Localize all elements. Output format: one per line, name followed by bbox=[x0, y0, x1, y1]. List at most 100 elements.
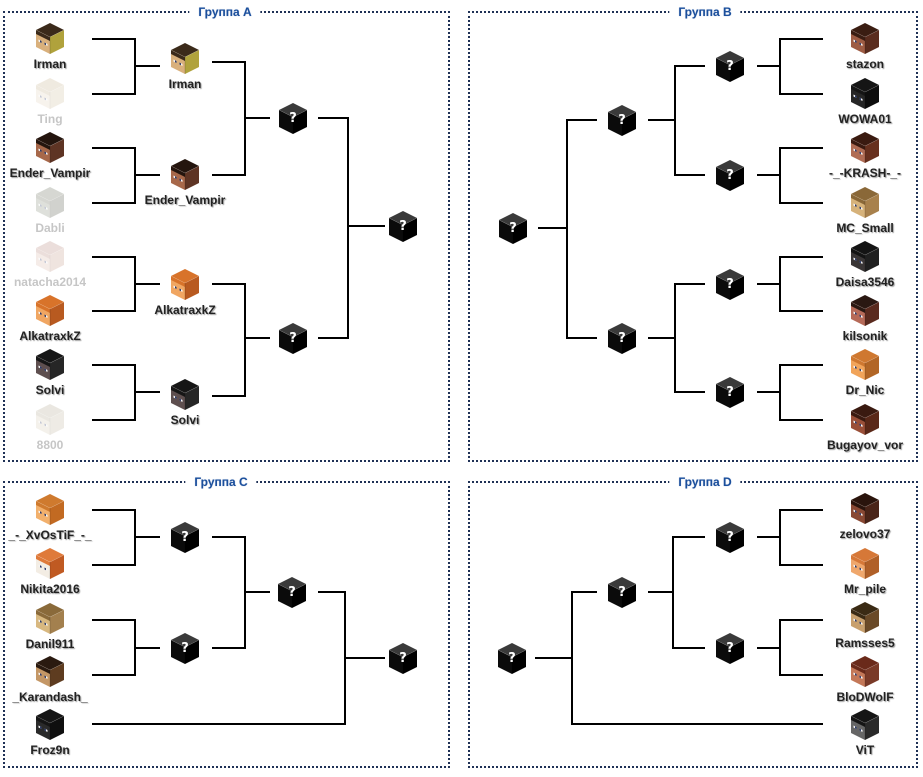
unknown-player-icon: ? bbox=[715, 521, 745, 554]
player-name: Dabli bbox=[35, 221, 65, 235]
group-title-b: Группа B bbox=[669, 5, 741, 19]
player-card: Irman bbox=[135, 42, 235, 91]
player-head-icon bbox=[850, 601, 880, 634]
player-card: _-_XvOsTiF_-_ bbox=[0, 493, 100, 542]
unknown-player-icon: ? bbox=[170, 521, 200, 554]
player-name: AlkatraxkZ bbox=[19, 329, 81, 343]
player-head-icon bbox=[35, 655, 65, 688]
player-name: Irman bbox=[168, 77, 202, 91]
player-name: Bugayov_vor bbox=[826, 438, 904, 452]
question-mark-label: ? bbox=[288, 585, 296, 600]
player-name: Danil911 bbox=[25, 637, 75, 651]
unknown-player-icon: ? bbox=[170, 632, 200, 665]
player-name: WOWA01 bbox=[838, 112, 892, 126]
player-head-icon bbox=[170, 268, 200, 301]
player-name: Ramsses5 bbox=[835, 636, 895, 650]
player-head-icon bbox=[35, 294, 65, 327]
player-head-icon bbox=[850, 77, 880, 110]
player-name: kilsonik bbox=[842, 329, 888, 343]
player-name: stazon bbox=[845, 57, 884, 71]
player-name: Irman bbox=[33, 57, 67, 71]
player-card: kilsonik bbox=[815, 294, 915, 343]
unknown-player-icon: ? bbox=[497, 642, 527, 675]
player-name: Dr_Nic bbox=[845, 383, 885, 397]
player-card: Dabli bbox=[0, 186, 100, 235]
player-name: Daisa3546 bbox=[835, 275, 895, 289]
player-name: natacha2014 bbox=[13, 275, 87, 289]
player-card: AlkatraxkZ bbox=[135, 268, 235, 317]
player-head-icon bbox=[170, 158, 200, 191]
player-name: Ender_Vampir bbox=[144, 193, 226, 207]
player-name: zelovo37 bbox=[839, 527, 891, 541]
group-title-c: Группа C bbox=[185, 475, 257, 489]
player-card: MC_Small bbox=[815, 186, 915, 235]
question-mark-label: ? bbox=[726, 277, 734, 292]
player-card: Daisa3546 bbox=[815, 240, 915, 289]
player-head-icon bbox=[850, 240, 880, 273]
player-name: MC_Small bbox=[836, 221, 894, 235]
question-mark-label: ? bbox=[726, 530, 734, 545]
player-name: Froz9n bbox=[30, 743, 70, 757]
player-head-icon bbox=[35, 708, 65, 741]
player-name: Ting bbox=[37, 112, 63, 126]
player-name: AlkatraxkZ bbox=[154, 303, 216, 317]
player-head-icon bbox=[35, 186, 65, 219]
player-card: Solvi bbox=[135, 378, 235, 427]
unknown-player-icon: ? bbox=[278, 322, 308, 355]
player-card: Solvi bbox=[0, 348, 100, 397]
player-card: Dr_Nic bbox=[815, 348, 915, 397]
player-head-icon bbox=[850, 131, 880, 164]
question-mark-label: ? bbox=[726, 385, 734, 400]
question-mark-label: ? bbox=[618, 585, 626, 600]
unknown-player-icon: ? bbox=[715, 50, 745, 83]
player-head-icon bbox=[35, 240, 65, 273]
player-head-icon bbox=[35, 77, 65, 110]
question-mark-label: ? bbox=[289, 111, 297, 126]
player-head-icon bbox=[35, 22, 65, 55]
player-card: ViT bbox=[815, 708, 915, 757]
question-mark-label: ? bbox=[399, 651, 407, 666]
unknown-player-icon: ? bbox=[607, 576, 637, 609]
player-card: Ting bbox=[0, 77, 100, 126]
question-mark-label: ? bbox=[181, 641, 189, 656]
player-name: Solvi bbox=[35, 383, 65, 397]
question-mark-label: ? bbox=[726, 641, 734, 656]
player-head-icon bbox=[170, 42, 200, 75]
player-name: BloDWolF bbox=[836, 690, 894, 704]
player-card: Ramsses5 bbox=[815, 601, 915, 650]
unknown-player-icon: ? bbox=[278, 102, 308, 135]
player-name: 8800 bbox=[36, 438, 64, 452]
player-name: _-_XvOsTiF_-_ bbox=[8, 528, 92, 542]
player-card: stazon bbox=[815, 22, 915, 71]
player-card: AlkatraxkZ bbox=[0, 294, 100, 343]
player-head-icon bbox=[35, 131, 65, 164]
question-mark-label: ? bbox=[618, 113, 626, 128]
unknown-player-icon: ? bbox=[715, 159, 745, 192]
player-card: Irman bbox=[0, 22, 100, 71]
player-name: Ender_Vampir bbox=[9, 166, 91, 180]
player-name: Nikita2016 bbox=[20, 582, 80, 596]
player-name: Mr_pile bbox=[843, 582, 886, 596]
question-mark-label: ? bbox=[618, 331, 626, 346]
player-head-icon bbox=[850, 348, 880, 381]
unknown-player-icon: ? bbox=[715, 632, 745, 665]
player-card: Ender_Vampir bbox=[135, 158, 235, 207]
question-mark-label: ? bbox=[726, 59, 734, 74]
player-card: WOWA01 bbox=[815, 77, 915, 126]
unknown-player-icon: ? bbox=[277, 576, 307, 609]
player-card: Froz9n bbox=[0, 708, 100, 757]
player-head-icon bbox=[35, 403, 65, 436]
question-mark-label: ? bbox=[289, 331, 297, 346]
player-card: 8800 bbox=[0, 403, 100, 452]
player-card: _Karandash_ bbox=[0, 655, 100, 704]
player-card: zelovo37 bbox=[815, 492, 915, 541]
question-mark-label: ? bbox=[508, 651, 516, 666]
group-title-d: Группа D bbox=[669, 475, 741, 489]
player-card: Nikita2016 bbox=[0, 547, 100, 596]
player-head-icon bbox=[35, 348, 65, 381]
player-name: Solvi bbox=[170, 413, 200, 427]
player-head-icon bbox=[850, 22, 880, 55]
unknown-player-icon: ? bbox=[715, 268, 745, 301]
player-card: Bugayov_vor bbox=[815, 403, 915, 452]
unknown-player-icon: ? bbox=[607, 104, 637, 137]
